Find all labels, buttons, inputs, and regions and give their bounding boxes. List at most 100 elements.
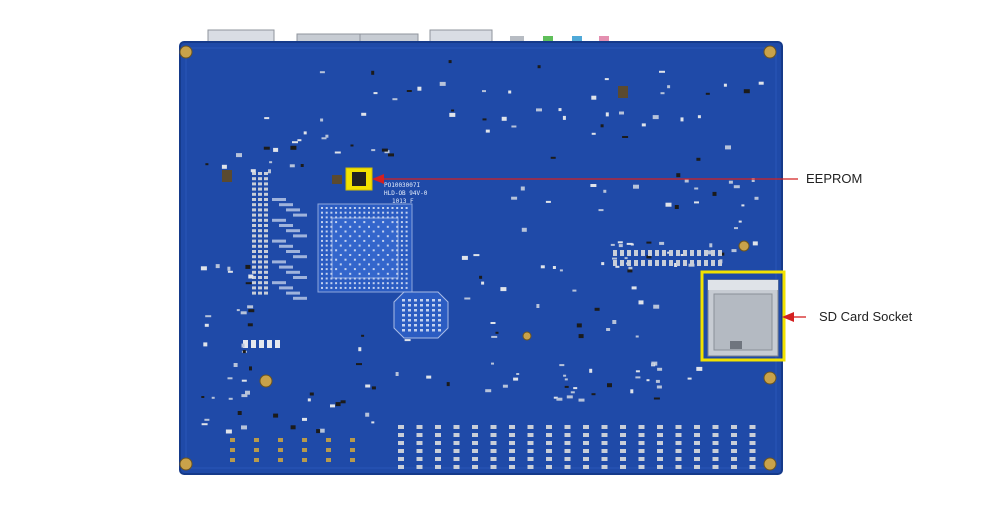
smd-part bbox=[578, 398, 585, 402]
memory-pad bbox=[420, 304, 423, 307]
bga-pad bbox=[368, 244, 370, 247]
smd-part bbox=[687, 377, 692, 380]
test-pad bbox=[694, 457, 700, 461]
test-pad bbox=[564, 441, 571, 445]
bga-pad bbox=[349, 254, 352, 256]
smd-part bbox=[241, 425, 247, 430]
bga-pad bbox=[400, 263, 403, 266]
smd-part bbox=[660, 92, 665, 95]
solder-pad bbox=[254, 448, 259, 452]
header-pad bbox=[258, 291, 262, 295]
bga-pad bbox=[405, 282, 408, 285]
bga-pad bbox=[391, 239, 394, 242]
bga-pad bbox=[349, 225, 352, 228]
bga-pad bbox=[339, 282, 342, 285]
smd-part bbox=[622, 136, 629, 138]
bga-pad bbox=[339, 225, 342, 228]
smd-part bbox=[211, 396, 215, 399]
smd-part bbox=[707, 250, 714, 255]
smd-part bbox=[451, 109, 455, 112]
header-pad bbox=[258, 198, 262, 201]
bga-pad bbox=[377, 254, 380, 256]
bga-pad bbox=[396, 286, 399, 289]
bga-pad bbox=[405, 239, 408, 242]
bga-pad bbox=[349, 235, 352, 238]
header-pad bbox=[252, 187, 256, 191]
bga-pad bbox=[344, 249, 347, 252]
smd-part bbox=[482, 90, 486, 93]
bga-pad bbox=[321, 207, 323, 209]
bga-pad bbox=[372, 230, 375, 233]
bga-pad bbox=[335, 282, 338, 285]
bga-pad bbox=[405, 225, 408, 228]
test-pad bbox=[749, 441, 756, 445]
smd-part bbox=[371, 421, 375, 424]
smd-part bbox=[200, 266, 207, 271]
smd-part bbox=[365, 384, 371, 388]
test-pad bbox=[620, 465, 626, 469]
smd-part bbox=[635, 335, 639, 338]
header-pad bbox=[258, 234, 262, 238]
mounting-hole bbox=[522, 331, 532, 341]
bga-pad bbox=[386, 207, 389, 209]
solder-pad bbox=[254, 458, 259, 462]
test-pad bbox=[453, 465, 460, 469]
test-pad bbox=[712, 425, 719, 429]
test-pad bbox=[638, 457, 645, 461]
mounting-holes bbox=[179, 45, 777, 471]
bga-pad bbox=[368, 225, 370, 228]
smd-part bbox=[601, 262, 605, 266]
smd-part bbox=[540, 265, 545, 269]
smd-part bbox=[228, 397, 233, 400]
bga-pad bbox=[391, 230, 394, 233]
bga-pad bbox=[325, 268, 328, 271]
test-pad bbox=[546, 465, 552, 469]
header-pad bbox=[258, 250, 262, 253]
bga-pad bbox=[386, 211, 389, 214]
bga-pad bbox=[396, 277, 399, 280]
test-pad bbox=[620, 425, 626, 429]
smd-part bbox=[289, 164, 295, 168]
test-pad bbox=[527, 441, 534, 445]
smd-part bbox=[659, 70, 665, 73]
smd-part bbox=[752, 241, 758, 246]
test-pad bbox=[490, 449, 497, 453]
header-pad bbox=[252, 218, 256, 222]
smd-part bbox=[335, 402, 341, 407]
sd-card-contact bbox=[730, 341, 742, 349]
smd-part bbox=[667, 85, 671, 89]
silkscreen-line-1: PO1003007I bbox=[384, 182, 421, 189]
trace-pad bbox=[286, 229, 300, 233]
bga-pad bbox=[321, 272, 323, 275]
bga-pad bbox=[363, 239, 366, 242]
eeprom-label: EEPROM bbox=[806, 171, 863, 186]
test-pad bbox=[749, 449, 756, 453]
bga-pad bbox=[335, 249, 338, 252]
test-pad bbox=[453, 449, 460, 453]
bga-pad bbox=[382, 221, 385, 224]
bga-pad bbox=[363, 277, 366, 280]
smd-part bbox=[612, 257, 617, 260]
bga-pad bbox=[335, 211, 338, 214]
smd-part bbox=[417, 86, 422, 91]
bga-pad bbox=[325, 277, 328, 280]
bga-pad bbox=[386, 225, 389, 228]
memory-pad bbox=[420, 309, 423, 312]
bga-pad bbox=[400, 225, 403, 228]
bga-pad bbox=[405, 254, 408, 256]
header-pad bbox=[252, 172, 256, 175]
test-pad bbox=[527, 457, 534, 461]
test-pad bbox=[453, 457, 460, 461]
memory-pad bbox=[438, 299, 441, 302]
solder-pad bbox=[350, 448, 355, 452]
smd-part bbox=[738, 220, 742, 223]
smd-part bbox=[566, 395, 573, 399]
smd-part bbox=[659, 241, 665, 245]
header-pad bbox=[258, 244, 262, 248]
smd-part bbox=[559, 364, 565, 367]
smd-part bbox=[558, 108, 562, 112]
smd-part bbox=[491, 335, 498, 338]
memory-pad bbox=[414, 304, 417, 307]
bga-pad bbox=[405, 221, 408, 224]
